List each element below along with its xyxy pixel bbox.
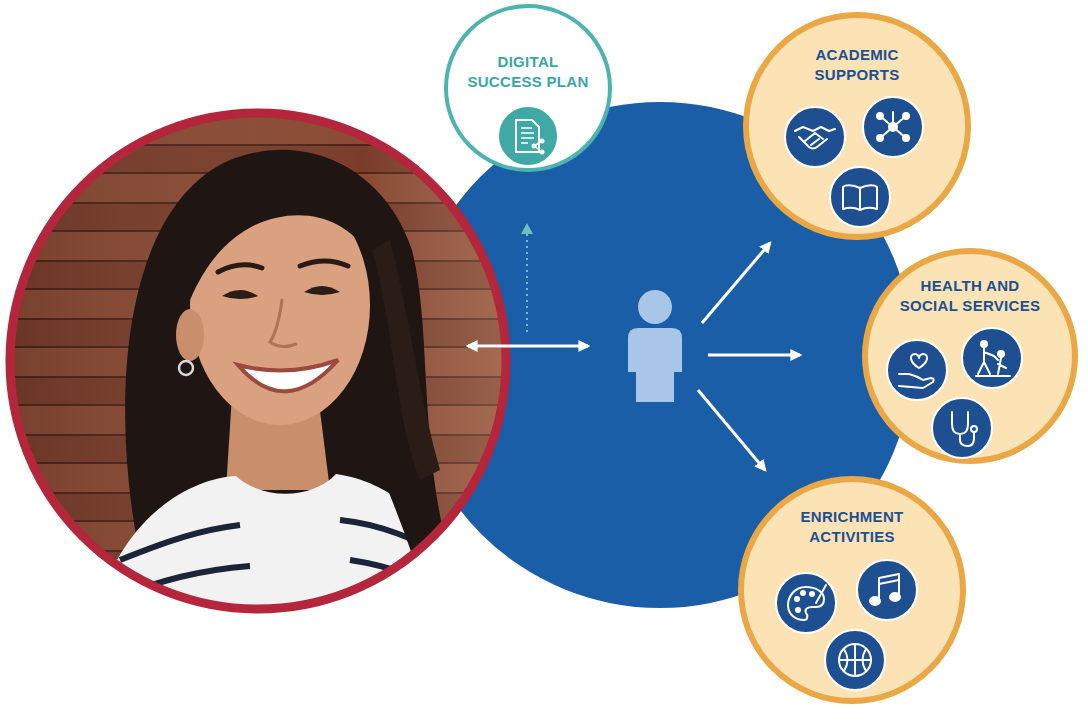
handshake-icon [795,127,835,149]
circle-outline [746,15,968,237]
student-photo [190,180,375,300]
student-photo [372,240,440,480]
palette-icon [776,573,836,633]
icon-layer [776,97,1022,690]
stethoscope-icon [952,412,974,446]
student-photo [179,361,193,375]
helping-icon [976,348,1010,376]
stethoscope-icon [932,398,992,458]
book-icon [830,167,890,227]
flow-arrows [702,243,770,323]
music-icon [857,560,917,620]
student-photo [300,261,348,266]
book-icon [843,185,877,210]
student-photo [10,113,506,609]
student-photo [0,100,520,640]
stethoscope-icon [971,426,977,432]
handshake-icon [785,107,845,167]
circle-outline [446,6,610,170]
student-photo [304,286,340,295]
helping-icon [962,328,1022,388]
student-photo [238,360,338,391]
circle-title: HEALTH AND SOCIAL SERVICES [895,276,1045,316]
flow-arrows [698,390,765,470]
stethoscope-icon [932,398,992,458]
flow-arrows [468,345,588,348]
music-icon [870,597,880,605]
dotted-arrow [521,223,533,234]
student-photo [120,525,240,560]
category-circle: ENRICHMENT ACTIVITIES [738,476,966,704]
student-photo [270,300,296,347]
network-icon [863,97,923,157]
network-icon [877,135,883,141]
document-icon [498,106,558,166]
network-icon [903,135,909,141]
document-icon [521,128,534,143]
document-icon [516,120,539,152]
palette-icon [796,608,800,612]
network-icon [903,113,909,119]
circle-outline [741,479,963,701]
student-photo [222,290,258,299]
basketball-icon [839,644,871,676]
music-icon [879,574,899,600]
document-icon [540,150,545,155]
network-icon [863,97,923,157]
student-photo [176,309,204,361]
document-icon [540,139,545,144]
palette-icon [788,587,824,620]
circle-outline [865,251,1075,461]
book-icon [830,167,890,227]
palette-icon [801,591,805,595]
category-circle: ACADEMIC SUPPORTS [743,12,971,240]
dotted-arrow [526,234,528,332]
helping-icon [962,328,1022,388]
basketball-icon [839,644,871,676]
palette-icon [810,592,814,596]
network-icon [880,112,906,138]
student-photo [0,100,520,640]
person-icon [628,328,682,402]
plan-circle: DIGITAL SUCCESS PLAN [444,4,612,172]
palette-icon [816,585,826,603]
network-icon [877,113,883,119]
person-icon [638,290,672,324]
heart-hand-icon [887,340,947,400]
music-icon [890,593,900,601]
flow-arrows [708,354,800,357]
palette-icon [776,573,836,633]
helping-icon [998,351,1004,357]
helping-icon [981,341,987,347]
circle-title: DIGITAL SUCCESS PLAN [466,52,591,92]
flow-arrows [468,243,800,470]
basketball-icon [825,630,885,690]
palette-icon [795,597,799,601]
heart-hand-icon [911,354,927,368]
dotted-arrow [521,223,533,332]
heart-hand-icon [899,374,934,388]
music-icon [857,560,917,620]
basketball-icon [825,630,885,690]
person-icon [628,290,682,402]
student-photo [218,265,262,272]
document-icon [532,144,537,149]
document-icon [534,141,542,152]
category-circle: HEALTH AND SOCIAL SERVICES [862,248,1078,464]
circle-title: ACADEMIC SUPPORTS [797,45,917,85]
handshake-icon [785,107,845,167]
heart-hand-icon [887,340,947,400]
document-icon [498,106,558,166]
circle-title: ENRICHMENT ACTIVITIES [790,507,915,547]
network-icon [889,123,897,131]
